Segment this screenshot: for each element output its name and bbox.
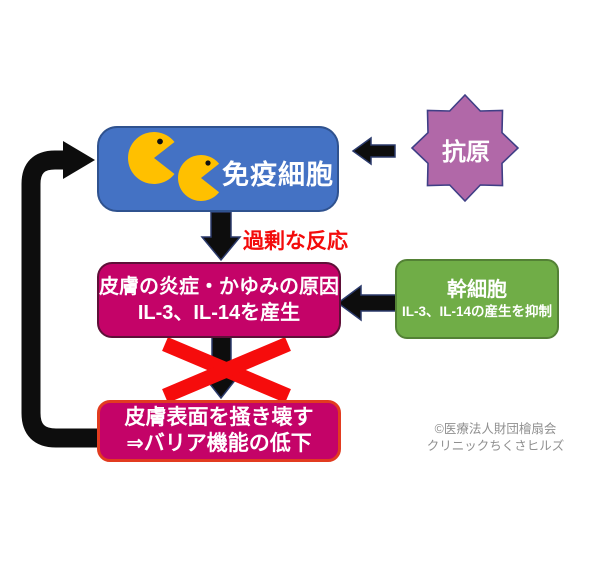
copyright: ©医療法人財団檜扇会 クリニックちくさヒルズ — [413, 421, 578, 455]
immune-to-inflammation-arrow-icon — [200, 211, 242, 262]
blocked-cross-icon — [162, 337, 291, 403]
pacman-icon — [128, 132, 175, 184]
immune-cell-node — [97, 126, 339, 212]
scratch-node: 皮膚表面を掻き壊す ⇒バリア機能の低下 — [97, 400, 341, 462]
antigen-to-immune-arrow-icon — [351, 136, 396, 166]
copyright-line1: ©医療法人財団檜扇会 — [434, 422, 557, 436]
burst-star-shape — [410, 93, 520, 203]
scratch-line2: ⇒バリア機能の低下 — [126, 432, 312, 455]
copyright-line2: クリニックちくさヒルズ — [426, 438, 565, 453]
inflammation-line2: IL-3、IL-14を産生 — [137, 302, 301, 324]
stem-cell-subtitle: IL-3、IL-14の産生を抑制 — [401, 304, 552, 320]
pacman-immune-cell-icons — [128, 132, 220, 201]
scratch-line1: 皮膚表面を掻き壊す — [124, 405, 314, 429]
pacman-icon — [178, 155, 220, 201]
stem-cell-title: 幹細胞 — [447, 279, 507, 302]
inflammation-node: 皮膚の炎症・かゆみの原因 IL-3、IL-14を産生 — [97, 262, 341, 338]
feedback-loop-arrow — [21, 150, 97, 448]
immune-cell-label: 免疫細胞 — [222, 160, 334, 190]
excessive-reaction-label: 過剰な反応 — [243, 230, 348, 253]
pacman-eye-icon — [205, 160, 211, 166]
stemcell-to-inflammation-arrow-icon — [336, 284, 397, 322]
inflammation-to-scratch-arrow-icon — [200, 336, 242, 400]
antigen-node: 抗原 — [405, 88, 527, 210]
inflammation-line1: 皮膚の炎症・かゆみの原因 — [99, 275, 339, 298]
antigen-label: 抗原 — [442, 138, 490, 166]
feedback-loop-arrowhead-icon — [63, 141, 95, 179]
pacman-eye-icon — [157, 138, 163, 145]
stem-cell-node: 幹細胞 IL-3、IL-14の産生を抑制 — [395, 259, 559, 339]
